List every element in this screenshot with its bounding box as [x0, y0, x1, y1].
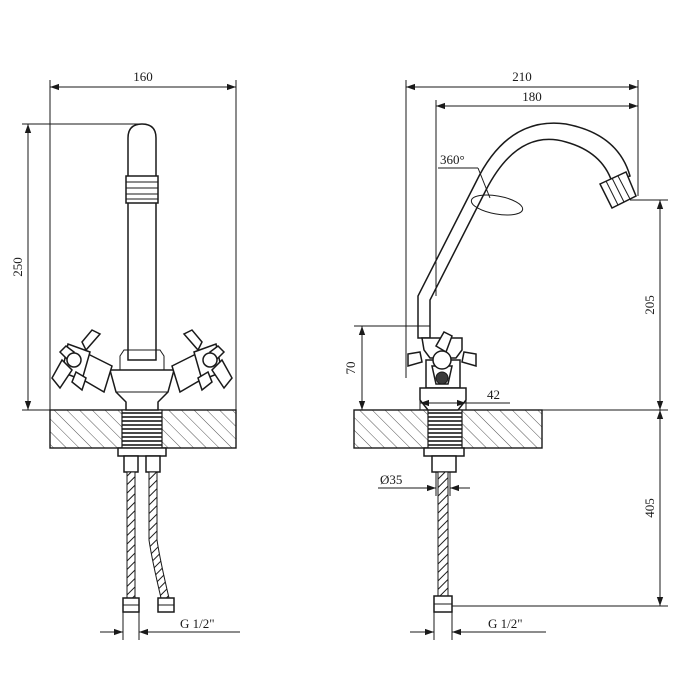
- side-rotation-callout: 360°: [438, 152, 491, 199]
- front-left-handle: [51, 329, 113, 394]
- side-handle-height-label: 70: [343, 362, 358, 375]
- front-body: [109, 369, 175, 411]
- front-view: 160 250 G 1/2": [10, 69, 240, 640]
- side-dimension-hole: Ø35: [378, 472, 470, 496]
- side-dimension-reach: 210: [405, 69, 639, 378]
- front-hoses: [122, 471, 175, 613]
- side-countertop: [353, 409, 543, 449]
- side-hole-diameter-label: Ø35: [380, 472, 402, 487]
- side-dimension-handle-height: 70: [343, 325, 430, 410]
- front-height-label: 250: [10, 257, 25, 277]
- side-hose-length-label: 405: [642, 498, 657, 518]
- side-dimension-hose-length: 405: [452, 410, 668, 607]
- front-width-label: 160: [133, 69, 153, 84]
- side-thread-label: G 1/2": [488, 616, 523, 631]
- front-dimension-height: 250: [10, 123, 142, 411]
- side-rotation-label: 360°: [440, 152, 465, 167]
- front-dimension-width: 160: [49, 69, 237, 410]
- front-right-handle: [171, 329, 233, 394]
- side-dimension-spout-height: 205: [542, 199, 668, 411]
- side-base-width-label: 42: [487, 387, 500, 402]
- front-thread-label: G 1/2": [180, 616, 215, 631]
- side-reach-label: 210: [512, 69, 532, 84]
- front-fittings: [117, 447, 167, 473]
- front-spout: [119, 123, 165, 373]
- side-view: 210 180 360° 205 70 42: [343, 69, 668, 640]
- side-handle: [407, 331, 477, 385]
- side-spout: [417, 122, 637, 339]
- side-dimension-spout: 180: [435, 89, 638, 296]
- side-fittings: [423, 447, 465, 473]
- side-dimension-thread: G 1/2": [410, 612, 546, 640]
- side-hose: [433, 471, 453, 613]
- side-dimension-base-width: 42: [419, 387, 510, 410]
- side-spout-label: 180: [522, 89, 542, 104]
- side-spout-height-label: 205: [642, 295, 657, 315]
- front-countertop: [49, 409, 237, 449]
- front-dimension-thread: G 1/2": [100, 612, 240, 640]
